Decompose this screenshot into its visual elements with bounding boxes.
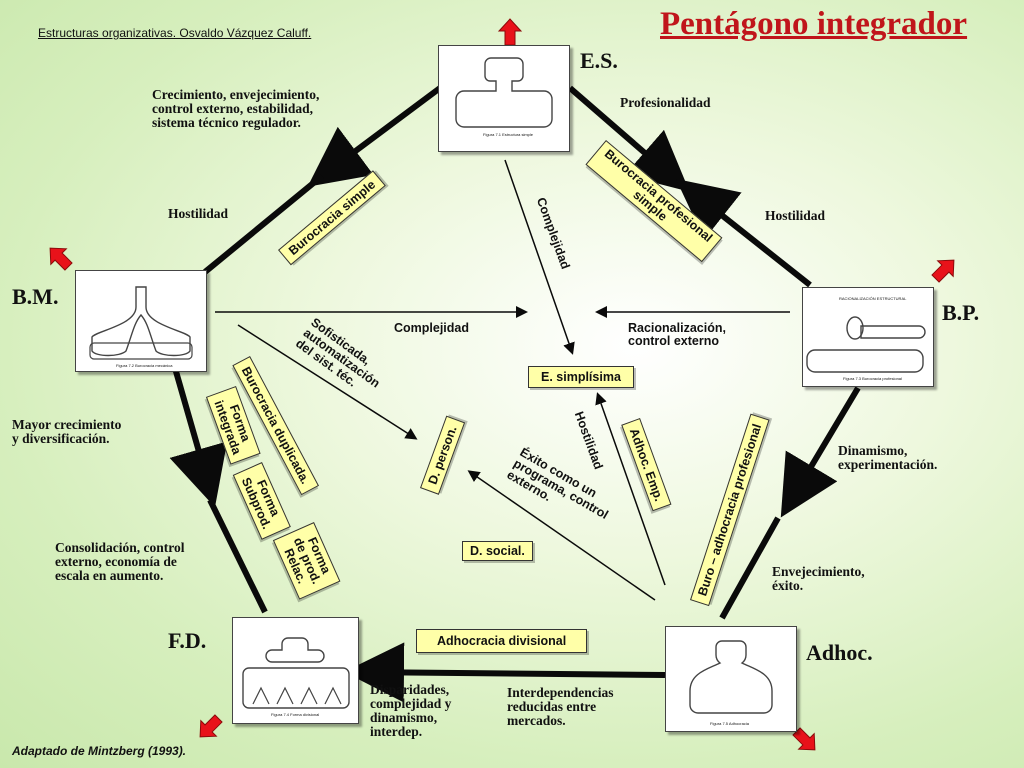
card-fd: Figura 7.4 Forma divisional — [232, 617, 359, 724]
card-caption: Figura 7.3 Burocracia profesional — [843, 376, 902, 381]
label-profesionalidad: Profesionalidad — [620, 95, 711, 110]
edge-bm-fd — [169, 367, 228, 508]
card-bp: RACIONALIZACIÓN ESTRUCTURAL Figura 7.3 B… — [802, 287, 934, 387]
card-caption: Figura 7.4 Forma divisional — [271, 712, 320, 717]
page-title: Pentágono integrador — [660, 6, 968, 42]
box-adhocracia-divisional: Adhocracia divisional — [416, 629, 588, 653]
label-complejidad: Complejidad — [394, 321, 470, 335]
node-adhoc: Adhoc. — [806, 640, 873, 665]
red-arrow-right — [931, 259, 955, 283]
red-arrow-bottom-left — [199, 714, 223, 738]
edge-es-bm — [307, 85, 442, 187]
label-hostilidad-left: Hostilidad — [168, 206, 229, 221]
card-caption: Figura 7.1 Estructura simple — [483, 132, 534, 137]
label-envejecimiento: Envejecimiento,éxito. — [772, 564, 865, 593]
edge-bp-adhoc — [780, 386, 861, 518]
card-adhoc: Figura 7.5 Adhocracia — [665, 626, 797, 732]
red-arrow-top — [497, 18, 523, 46]
label-dinamismo: Dinamismo,experimentación. — [838, 443, 938, 472]
box-d-social: D. social. — [462, 541, 533, 561]
label-hostilidad-right: Hostilidad — [765, 208, 826, 223]
edge-adhoc-fd — [344, 642, 666, 703]
card-es: Figura 7.1 Estructura simple — [438, 45, 570, 152]
edge-es-bp — [568, 85, 690, 192]
red-arrow-left — [49, 247, 73, 271]
node-bm: B.M. — [12, 284, 59, 309]
card-caption: Figura 7.2 Burocracia mecánica — [116, 363, 173, 368]
label-racionalizacion: Racionalización,control externo — [628, 321, 726, 348]
credit-line: Estructuras organizativas. Osvaldo Vázqu… — [38, 26, 312, 40]
node-es: E.S. — [580, 48, 618, 73]
source-note: Adaptado de Mintzberg (1993). — [12, 744, 187, 758]
node-bp: B.P. — [942, 300, 980, 325]
node-fd: F.D. — [168, 628, 207, 653]
card-bm: Figura 7.2 Burocracia mecánica — [75, 270, 207, 372]
card-header: RACIONALIZACIÓN ESTRUCTURAL — [839, 296, 907, 301]
label-es-bm: Crecimiento, envejecimiento,control exte… — [152, 87, 320, 130]
box-e-simplisima: E. simplísima — [528, 366, 634, 388]
card-caption: Figura 7.5 Adhocracia — [710, 721, 749, 726]
